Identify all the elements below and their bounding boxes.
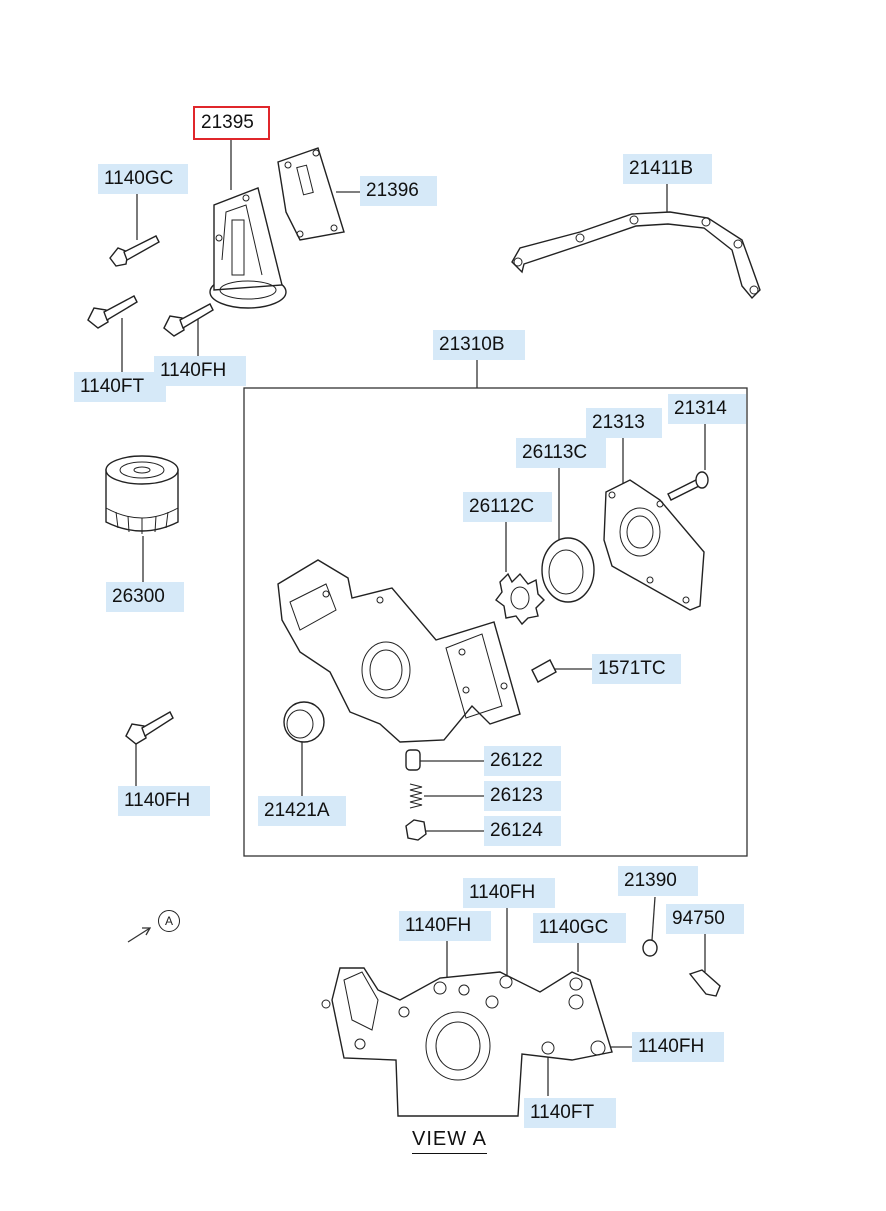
o-ring-part[interactable] bbox=[642, 939, 658, 957]
callout-1140FT-left[interactable]: 1140FT bbox=[74, 372, 166, 402]
bolt-1140GC-top[interactable] bbox=[109, 235, 160, 267]
callout-21390[interactable]: 21390 bbox=[618, 866, 698, 896]
callout-21395[interactable]: 21395 bbox=[193, 106, 270, 140]
plug-1571TC[interactable] bbox=[531, 659, 557, 683]
strainer-gasket-part[interactable] bbox=[277, 147, 345, 241]
callout-21314[interactable]: 21314 bbox=[668, 394, 746, 424]
relief-spring-part[interactable] bbox=[409, 783, 423, 809]
callout-21411B[interactable]: 21411B bbox=[623, 154, 712, 184]
bolt-1140FH-middle[interactable] bbox=[125, 711, 174, 745]
oil-strainer-part[interactable] bbox=[209, 187, 287, 309]
callout-26122[interactable]: 26122 bbox=[484, 746, 561, 776]
view-a-caption: VIEW A bbox=[412, 1128, 487, 1154]
oil-filter-part[interactable] bbox=[105, 455, 179, 534]
callout-1140FH-view-left[interactable]: 1140FH bbox=[399, 911, 491, 941]
view-arrow-icon bbox=[127, 927, 152, 943]
relief-plunger-part[interactable] bbox=[405, 749, 421, 771]
oil-seal-part[interactable] bbox=[283, 701, 325, 743]
inner-rotor-part[interactable] bbox=[495, 572, 545, 626]
bolt-1140FH-left[interactable] bbox=[163, 303, 214, 337]
callout-21313[interactable]: 21313 bbox=[586, 408, 662, 438]
callout-26112C[interactable]: 26112C bbox=[463, 492, 552, 522]
bolt-1140FT-left[interactable] bbox=[87, 295, 138, 329]
callout-21310B[interactable]: 21310B bbox=[433, 330, 525, 360]
view-ref-marker: A bbox=[158, 910, 180, 932]
callout-26300[interactable]: 26300 bbox=[106, 582, 184, 612]
callout-26123[interactable]: 26123 bbox=[484, 781, 561, 811]
assembly-group-box bbox=[243, 387, 748, 857]
callout-26113C[interactable]: 26113C bbox=[516, 438, 606, 468]
callout-1140FH-view-right[interactable]: 1140FH bbox=[632, 1032, 724, 1062]
callout-1140FH-left[interactable]: 1140FH bbox=[154, 356, 246, 386]
callout-94750[interactable]: 94750 bbox=[666, 904, 744, 934]
outer-rotor-part[interactable] bbox=[541, 537, 595, 603]
callout-26124[interactable]: 26124 bbox=[484, 816, 561, 846]
callout-21396[interactable]: 21396 bbox=[360, 176, 437, 206]
callout-1140FT-view[interactable]: 1140FT bbox=[524, 1098, 616, 1128]
front-case-part[interactable] bbox=[277, 559, 521, 743]
callout-1140FH-view-top[interactable]: 1140FH bbox=[463, 878, 555, 908]
screw-21314[interactable] bbox=[667, 471, 709, 501]
callout-1140FH-middle[interactable]: 1140FH bbox=[118, 786, 210, 816]
oil-pressure-switch-part[interactable] bbox=[688, 969, 721, 997]
callout-1140GC-top[interactable]: 1140GC bbox=[98, 164, 188, 194]
leader-lines bbox=[121, 138, 706, 1096]
cover-gasket-part[interactable] bbox=[511, 211, 761, 300]
callout-21421A[interactable]: 21421A bbox=[258, 796, 346, 826]
callout-1140GC-view[interactable]: 1140GC bbox=[533, 913, 626, 943]
oil-pump-cover-part[interactable] bbox=[603, 479, 705, 611]
callout-1571TC[interactable]: 1571TC bbox=[592, 654, 681, 684]
view-a-case-part[interactable] bbox=[321, 967, 613, 1117]
relief-plug-part[interactable] bbox=[405, 819, 427, 841]
